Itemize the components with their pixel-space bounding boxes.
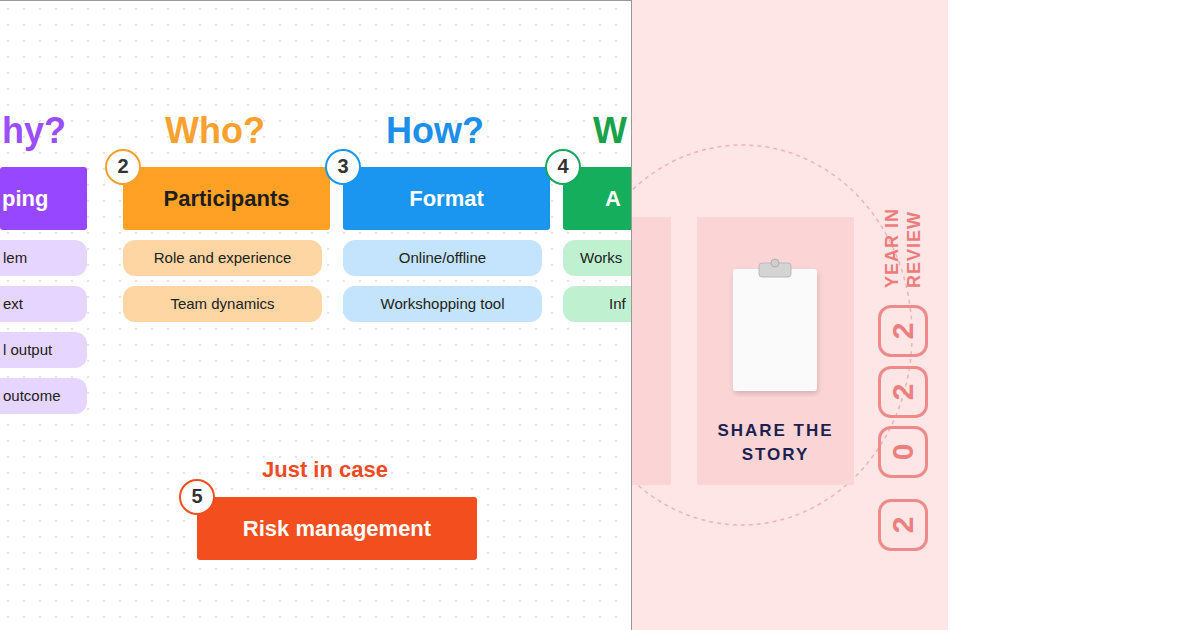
digit-text: 2 [880, 503, 926, 547]
item-pill: outcome [0, 378, 87, 414]
pill-text: Inf [563, 286, 632, 322]
diagram-panel: hy?pinglemextl outputoutcome2Who?Partici… [0, 0, 632, 630]
year-digit: 2 [878, 499, 928, 551]
box-title: Participants [123, 167, 330, 230]
pill-text: outcome [0, 378, 87, 414]
clip-board [733, 269, 817, 391]
callout-number: 4 [545, 149, 581, 185]
clip-ring [771, 259, 779, 267]
item-pill: l output [0, 332, 87, 368]
item-pill: Works [563, 240, 632, 276]
column-heading: hy? [2, 110, 66, 152]
item-pill: lem [0, 240, 87, 276]
year-digit: 2 [878, 305, 928, 357]
callout-number: 2 [105, 149, 141, 185]
year-digit: 0 [878, 426, 928, 478]
digit-text: 2 [880, 309, 926, 353]
column-heading: W [593, 110, 627, 152]
callout-text: 3 [327, 151, 359, 182]
pill-text: Online/offline [343, 240, 542, 276]
callout-text: 5 [181, 481, 213, 512]
process-box: hy?ping [0, 167, 87, 230]
side-card [632, 217, 671, 485]
panel-canvas: SHARE THE STORY 2 0 2 2 YEAR IN REVIEW [632, 0, 948, 630]
pill-text: Workshopping tool [343, 286, 542, 322]
column-heading: Who? [165, 110, 265, 152]
item-pill: Inf [563, 286, 632, 322]
process-box: Just in caseRisk management [197, 497, 477, 560]
digit-text: 2 [880, 370, 926, 414]
pill-text: lem [0, 240, 87, 276]
callout-text: 4 [547, 151, 579, 182]
callout-number: 3 [325, 149, 361, 185]
item-pill: ext [0, 286, 87, 322]
digit-text: 0 [880, 430, 926, 474]
callout-number: 5 [179, 479, 215, 515]
year-review-panel: SHARE THE STORY 2 0 2 2 YEAR IN REVIEW [632, 0, 948, 630]
process-box: Who?Participants [123, 167, 330, 230]
year-label: YEAR IN REVIEW [881, 192, 925, 288]
card-title: SHARE THE STORY [707, 419, 844, 467]
pill-text: ext [0, 286, 87, 322]
item-pill: Workshopping tool [343, 286, 542, 322]
process-box: How?Format [343, 167, 550, 230]
arc-line [632, 145, 912, 525]
callout-text: 2 [107, 151, 139, 182]
pill-text: l output [0, 332, 87, 368]
column-heading: Just in case [262, 456, 388, 484]
box-title: ping [0, 167, 87, 230]
year-digit: 2 [878, 366, 928, 418]
box-title: Risk management [197, 497, 477, 560]
item-pill: Role and experience [123, 240, 322, 276]
clipboard-illustration [725, 257, 825, 397]
pill-text: Works [563, 240, 632, 276]
pill-text: Role and experience [123, 240, 322, 276]
box-title: Format [343, 167, 550, 230]
item-pill: Team dynamics [123, 286, 322, 322]
story-card: SHARE THE STORY [697, 217, 854, 485]
item-pill: Online/offline [343, 240, 542, 276]
column-heading: How? [386, 110, 484, 152]
pill-text: Team dynamics [123, 286, 322, 322]
